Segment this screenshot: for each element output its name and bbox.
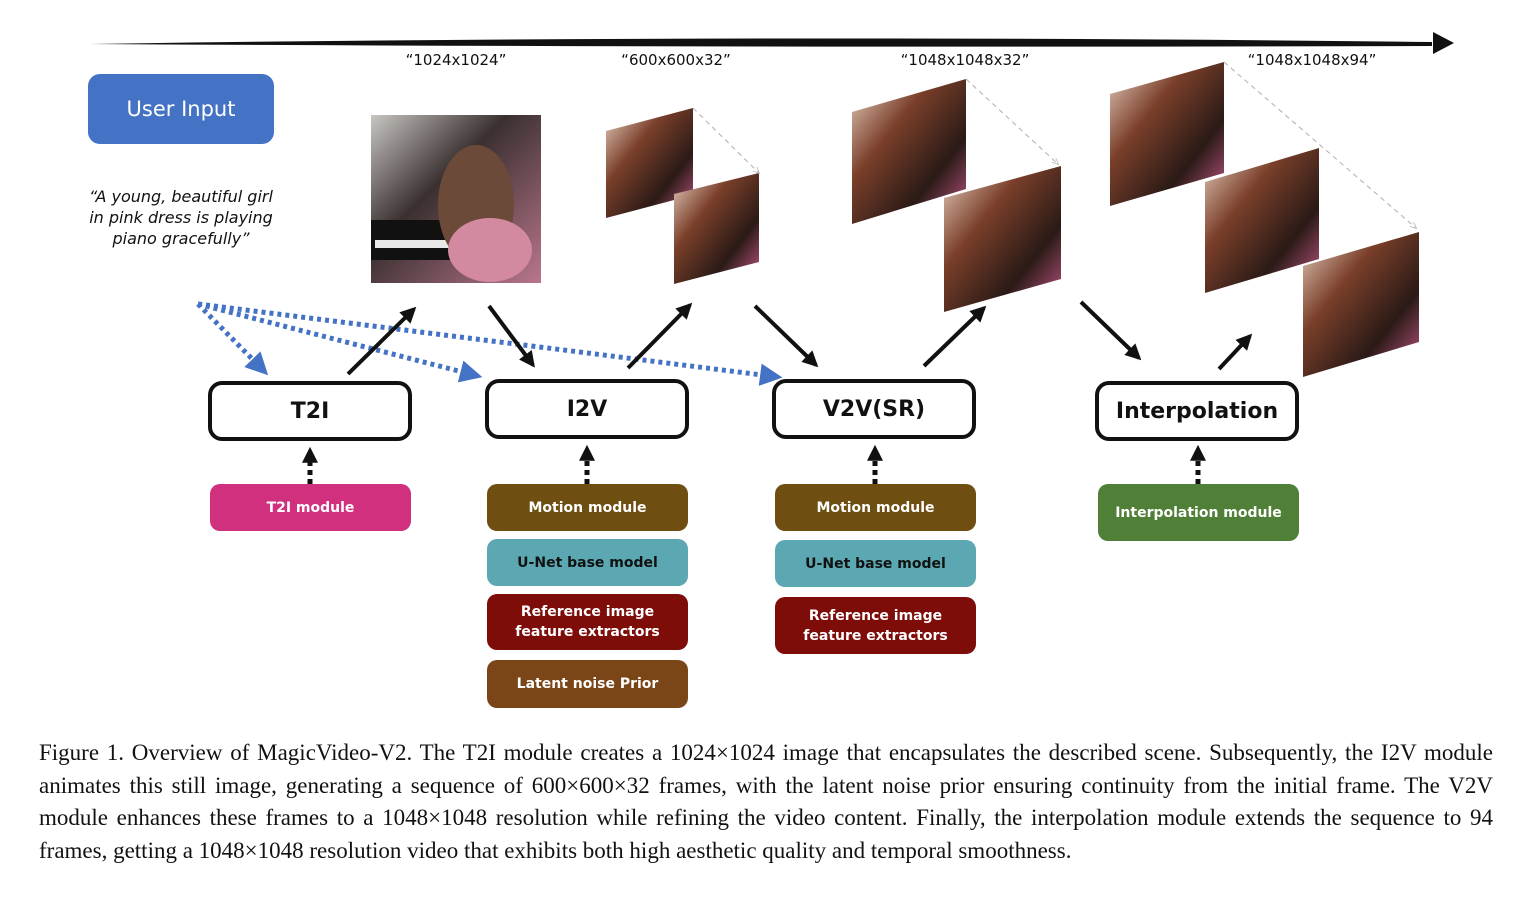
stage-v2v-sr[interactable]: V2V(SR)	[772, 379, 976, 439]
resolution-label-i2v: “600x600x32”	[621, 51, 731, 69]
v2v-reference-feature-extractors[interactable]: Reference image feature extractors	[775, 597, 976, 654]
i2v-output-frames	[606, 107, 759, 284]
stage-i2v[interactable]: I2V	[485, 379, 689, 439]
v2v-motion-module[interactable]: Motion module	[775, 484, 976, 531]
module-connectors	[301, 444, 1207, 484]
i2v-motion-module[interactable]: Motion module	[487, 484, 688, 531]
flow-arrows	[346, 300, 1253, 376]
resolution-label-v2v: “1048x1048x32”	[900, 51, 1030, 69]
t2i-output-image	[371, 115, 541, 283]
v2v-output-frames	[852, 78, 1061, 312]
interpolation-output-frames	[1110, 61, 1419, 377]
stage-t2i[interactable]: T2I	[208, 381, 412, 441]
stage-interpolation[interactable]: Interpolation	[1095, 381, 1299, 441]
i2v-reference-feature-extractors[interactable]: Reference image feature extractors	[487, 594, 688, 650]
interpolation-module[interactable]: Interpolation module	[1098, 484, 1299, 541]
i2v-unet-base-model[interactable]: U-Net base model	[487, 539, 688, 586]
resolution-label-t2i: “1024x1024”	[405, 51, 507, 69]
user-input-button[interactable]: User Input	[88, 74, 274, 144]
timeline-arrow	[90, 32, 1454, 54]
prompt-flow-arrows	[196, 301, 783, 386]
figure-caption: Figure 1. Overview of MagicVideo-V2. The…	[39, 740, 1493, 863]
i2v-latent-noise-prior[interactable]: Latent noise Prior	[487, 660, 688, 708]
v2v-unet-base-model[interactable]: U-Net base model	[775, 540, 976, 587]
pipeline-diagram	[90, 32, 1454, 484]
text-prompt: “A young, beautiful girl in pink dress i…	[89, 187, 273, 248]
t2i-module[interactable]: T2I module	[210, 484, 411, 531]
resolution-label-interpolation: “1048x1048x94”	[1247, 51, 1377, 69]
